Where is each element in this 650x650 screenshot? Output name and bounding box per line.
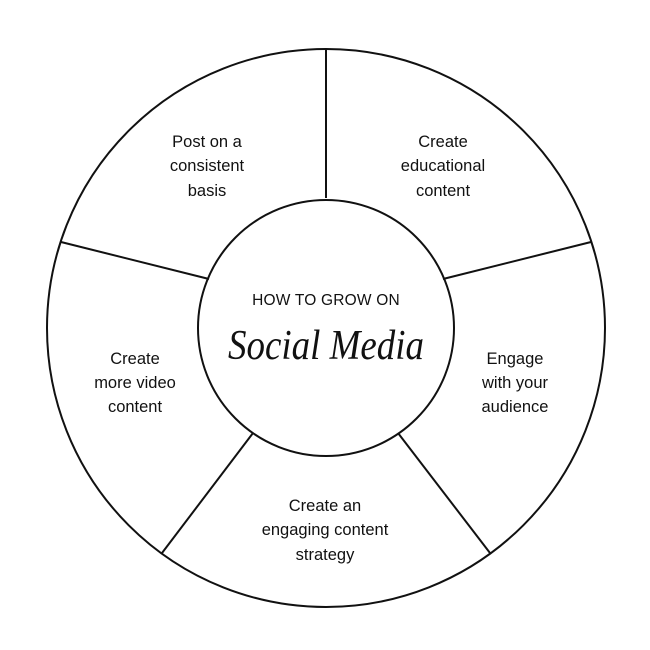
segment-line: content: [416, 182, 471, 200]
segment-content-strategy: Create an engaging content strategy: [262, 497, 389, 564]
center-subtitle: HOW TO GROW ON: [252, 292, 400, 309]
segment-educational: Create educational content: [401, 133, 485, 200]
segment-line: Create an: [289, 497, 361, 515]
segment-line: consistent: [170, 157, 245, 175]
segment-line: Create: [110, 350, 160, 368]
segment-line: educational: [401, 157, 485, 175]
divider-left: [60, 241, 210, 280]
segment-engage-audience: Engage with your audience: [481, 350, 549, 416]
segment-line: more video: [94, 374, 176, 392]
center-title: HOW TO GROW ON Social Media: [228, 292, 424, 369]
segment-line: basis: [188, 182, 227, 200]
segment-line: Post on a: [172, 133, 243, 151]
center-circle: [197, 199, 455, 457]
segment-line: engaging content: [262, 521, 389, 539]
center-heading: Social Media: [228, 323, 424, 369]
divider-right: [442, 241, 592, 280]
segment-line: with your: [481, 374, 549, 392]
segment-line: audience: [482, 398, 549, 416]
segment-line: Create: [418, 133, 468, 151]
segment-line: strategy: [296, 546, 355, 564]
segment-video-content: Create more video content: [94, 350, 176, 416]
divider-bottom-left: [161, 432, 254, 554]
divider-bottom-right: [397, 432, 491, 554]
segment-line: Engage: [487, 350, 544, 368]
segment-post-consistent: Post on a consistent basis: [170, 133, 245, 200]
segment-line: content: [108, 398, 163, 416]
